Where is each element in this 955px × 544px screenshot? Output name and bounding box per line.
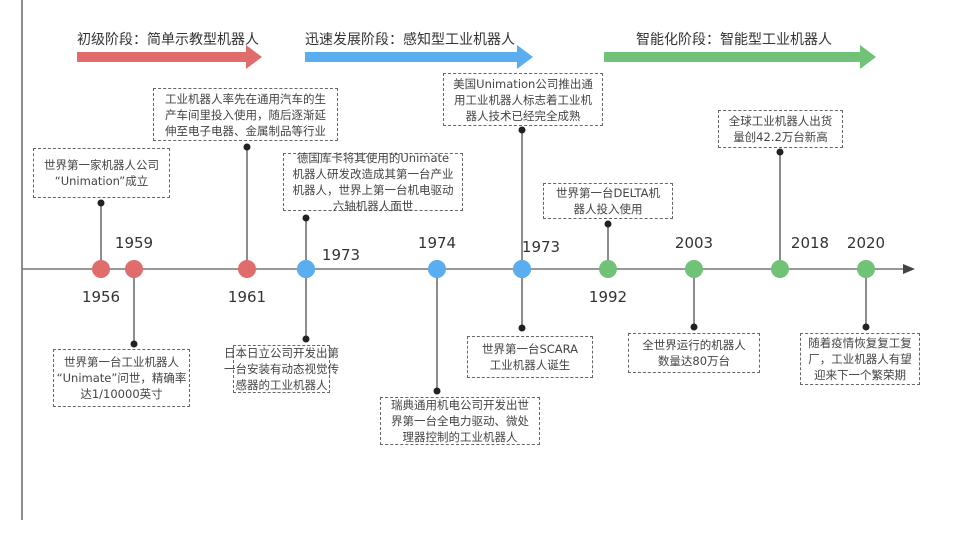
event-box: 随着疫情恢复复工复 厂，工业机器人有望 迎来下一个繁荣期 [800, 333, 920, 385]
event-text: 美国Unimation公司推出通 用工业机器人标志着工业机 器人技术已经完全成熟 [453, 76, 593, 123]
timeline-node [92, 260, 110, 278]
stage-arrow-3-shaft [604, 52, 862, 62]
event-box: 美国Unimation公司推出通 用工业机器人标志着工业机 器人技术已经完全成熟 [443, 73, 603, 126]
stage-arrow-1-head [246, 45, 262, 69]
event-text: 世界第一家机器人公司 “Unimation”成立 [44, 158, 159, 188]
event-text: 德国库卡将其使用的Unimate 机器人研发改造成其第一台产业 机器人，世界上第… [292, 151, 454, 213]
year-label: 2018 [790, 234, 830, 252]
stem-end-dot [302, 335, 310, 343]
event-box: 瑞典通用机电公司开发出世 界第一台全电力驱动、微处 理器控制的工业机器人 [380, 397, 540, 445]
event-box: 工业机器人率先在通用汽车的生 产车间里投入使用，随后逐渐延 伸至电子电器、金属制… [153, 88, 338, 141]
year-label: 1992 [588, 288, 628, 306]
event-text: 工业机器人率先在通用汽车的生 产车间里投入使用，随后逐渐延 伸至电子电器、金属制… [165, 91, 326, 138]
event-text: 瑞典通用机电公司开发出世 界第一台全电力驱动、微处 理器控制的工业机器人 [391, 398, 529, 444]
timeline-node [771, 260, 789, 278]
stem-end-dot [243, 143, 251, 151]
timeline-node [125, 260, 143, 278]
event-text: 世界第一台DELTA机 器人投入使用 [556, 186, 660, 216]
stage-arrow-2-shaft [305, 52, 519, 62]
stem-end-dot [776, 148, 784, 156]
year-label: 1974 [417, 234, 457, 252]
timeline-node [685, 260, 703, 278]
stage-label-3: 智能化阶段：智能型工业机器人 [636, 32, 832, 48]
year-label: 1956 [81, 288, 121, 306]
year-label: 2003 [674, 234, 714, 252]
event-text: 全世界运行的机器人 数量达80万台 [642, 338, 746, 368]
event-box: 全球工业机器人出货 量创42.2万台新高 [718, 110, 843, 148]
year-label: 2020 [846, 234, 886, 252]
stem-end-dot [518, 324, 526, 332]
stage-arrow-1-shaft [77, 52, 248, 62]
stem-end-dot [862, 323, 870, 331]
stem-end-dot [433, 387, 441, 395]
timeline-node [513, 260, 531, 278]
stem-end-dot [604, 220, 612, 228]
stage-label-2: 迅速发展阶段：感知型工业机器人 [305, 32, 515, 48]
timeline-node [297, 260, 315, 278]
event-box: 德国库卡将其使用的Unimate 机器人研发改造成其第一台产业 机器人，世界上第… [283, 151, 463, 213]
stage-arrow-3-head [860, 45, 876, 69]
stem-end-dot [302, 214, 310, 222]
timeline-node [857, 260, 875, 278]
event-box: 全世界运行的机器人 数量达80万台 [628, 333, 760, 373]
year-label: 1973 [321, 246, 361, 264]
stem-end-dot [518, 126, 526, 134]
stem-end-dot [690, 323, 698, 331]
stage-label-1: 初级阶段：简单示教型机器人 [77, 32, 259, 48]
event-text: 随着疫情恢复复工复 厂，工业机器人有望 迎来下一个繁荣期 [808, 336, 912, 382]
axis-arrow-head [903, 264, 915, 274]
year-label: 1973 [521, 238, 561, 256]
stem-end-dot [130, 340, 138, 348]
event-box: 世界第一台SCARA 工业机器人诞生 [467, 336, 593, 378]
timeline-node [599, 260, 617, 278]
event-text: 全球工业机器人出货 量创42.2万台新高 [728, 114, 833, 144]
timeline-node [428, 260, 446, 278]
stem-end-dot [97, 199, 105, 207]
event-box: 世界第一台DELTA机 器人投入使用 [543, 183, 673, 219]
event-box: 日本日立公司开发出第 一台安装有动态视觉传 感器的工业机器人 [224, 345, 339, 393]
event-box: 世界第一家机器人公司 “Unimation”成立 [33, 148, 170, 198]
year-label: 1959 [114, 234, 154, 252]
stage-arrow-2-head [517, 45, 533, 69]
event-text: 世界第一台SCARA 工业机器人诞生 [481, 342, 579, 372]
timeline-node [238, 260, 256, 278]
event-text: 世界第一台工业机器人 “Unimate”问世，精确率 达1/10000英寸 [56, 355, 187, 401]
event-box: 世界第一台工业机器人 “Unimate”问世，精确率 达1/10000英寸 [53, 349, 190, 407]
event-text: 日本日立公司开发出第 一台安装有动态视觉传 感器的工业机器人 [224, 346, 339, 392]
year-label: 1961 [227, 288, 267, 306]
